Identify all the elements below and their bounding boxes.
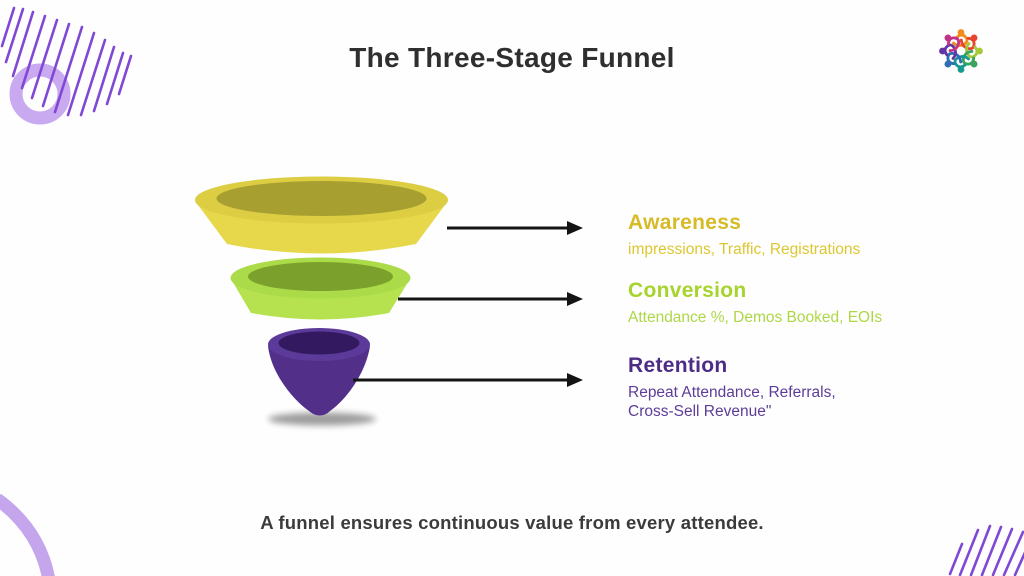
- stage-retention-metrics: Repeat Attendance, Referrals, Cross-Sell…: [628, 384, 836, 421]
- funnel-graphic: [195, 176, 583, 426]
- stage-label-retention: Retention Repeat Attendance, Referrals, …: [628, 354, 958, 422]
- logo-figure-green: [961, 49, 978, 68]
- community-swirl-logo-icon: [939, 29, 983, 73]
- logo-figure-blue: [944, 51, 963, 68]
- logo-figure-lime: [965, 42, 983, 59]
- funnel-stage-retention: [268, 328, 370, 416]
- stage-awareness-heading: Awareness: [628, 211, 742, 234]
- arrow-conversion: [398, 292, 583, 306]
- stage-conversion-metrics: Attendance %, Demos Booked, EOIs: [628, 309, 883, 327]
- connector-arrows: [353, 221, 583, 387]
- slide-caption: A funnel ensures continuous value from e…: [260, 512, 764, 533]
- stage-conversion-heading: Conversion: [628, 279, 747, 302]
- funnel-stage-conversion: [230, 257, 411, 320]
- stage-retention-heading: Retention: [628, 354, 728, 377]
- funnel-stage-awareness: [195, 176, 448, 254]
- logo-figure-magenta: [944, 34, 961, 53]
- purple-ring-decoration: [9, 63, 71, 125]
- arrow-awareness: [447, 221, 583, 235]
- page-title: The Three-Stage Funnel: [349, 42, 675, 73]
- arrow-retention: [353, 373, 583, 387]
- stage-label-conversion: Conversion Attendance %, Demos Booked, E…: [628, 279, 958, 328]
- logo-figure-red: [959, 34, 978, 51]
- logo-figure-teal: [953, 55, 970, 73]
- logo-figure-purple: [939, 43, 957, 60]
- stage-awareness-metrics: impressions, Traffic, Registrations: [628, 241, 861, 259]
- stage-label-awareness: Awareness impressions, Traffic, Registra…: [628, 211, 958, 260]
- funnel-shadow: [268, 412, 376, 426]
